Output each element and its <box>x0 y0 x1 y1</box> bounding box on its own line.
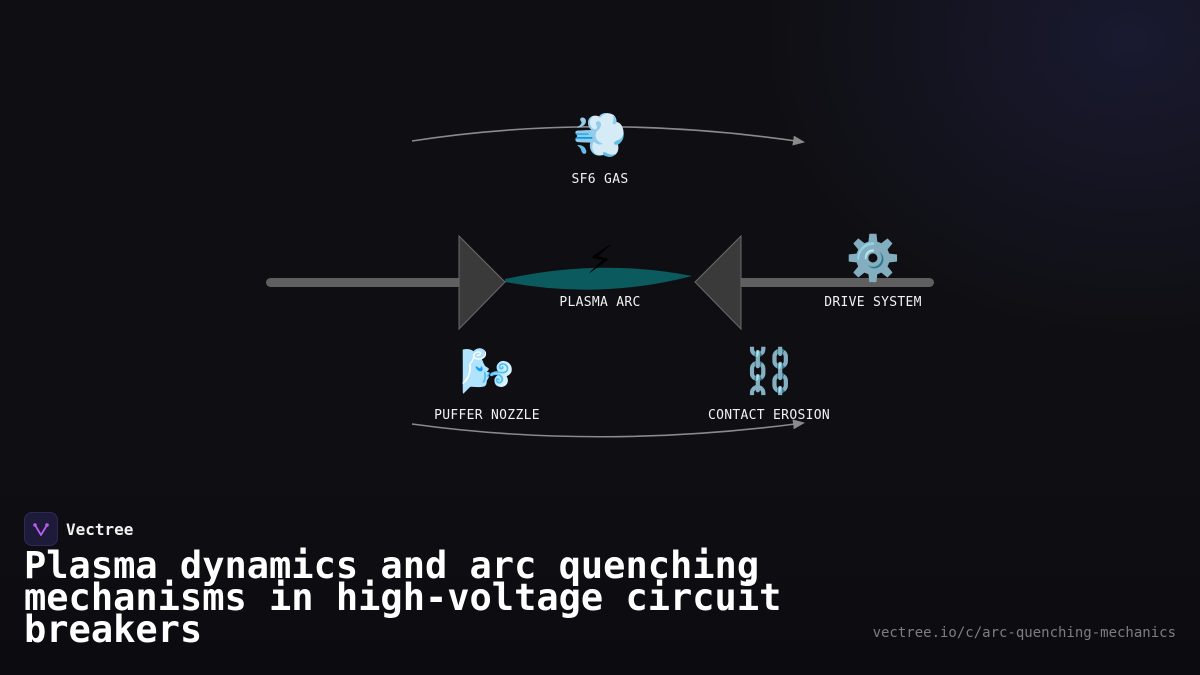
gas-flow-arrow-top <box>411 125 805 146</box>
node-drive-system: ⚙️ DRIVE SYSTEM <box>824 233 922 310</box>
node-sf6-gas: 💨 SF6 GAS <box>572 110 629 187</box>
left-contact-tip <box>458 234 506 331</box>
node-label: SF6 GAS <box>571 172 629 187</box>
lightning-icon: ⚡ <box>586 233 614 284</box>
left-contact-rod <box>266 278 462 287</box>
node-label: PLASMA ARC <box>559 295 641 310</box>
node-label: PUFFER NOZZLE <box>434 408 540 423</box>
right-contact-rod <box>738 278 934 287</box>
node-contact-erosion: ⛓️ CONTACT EROSION <box>708 346 830 423</box>
gas-flow-arrow-bottom <box>411 419 805 438</box>
vectree-logo <box>24 512 58 546</box>
node-plasma-arc: ⚡ PLASMA ARC <box>559 233 640 310</box>
right-contact-tip <box>694 234 742 331</box>
gear-icon: ⚙️ <box>845 233 901 284</box>
chains-icon: ⛓️ <box>741 346 797 397</box>
source-url[interactable]: vectree.io/c/arc-quenching-mechanics <box>872 625 1176 641</box>
node-puffer-nozzle: 🌬️ PUFFER NOZZLE <box>434 346 540 423</box>
node-label: CONTACT EROSION <box>708 408 830 423</box>
node-label: DRIVE SYSTEM <box>824 295 922 310</box>
dashing-away-icon: 💨 <box>572 110 628 161</box>
wind-blowing-face-icon: 🌬️ <box>459 346 515 397</box>
brand: Vectree <box>24 512 133 546</box>
brand-name: Vectree <box>66 519 134 539</box>
plasma-arc-shape <box>505 267 692 290</box>
page-title: Plasma dynamics and arc quenching mechan… <box>24 544 782 651</box>
vectree-logo-mark <box>33 523 49 536</box>
